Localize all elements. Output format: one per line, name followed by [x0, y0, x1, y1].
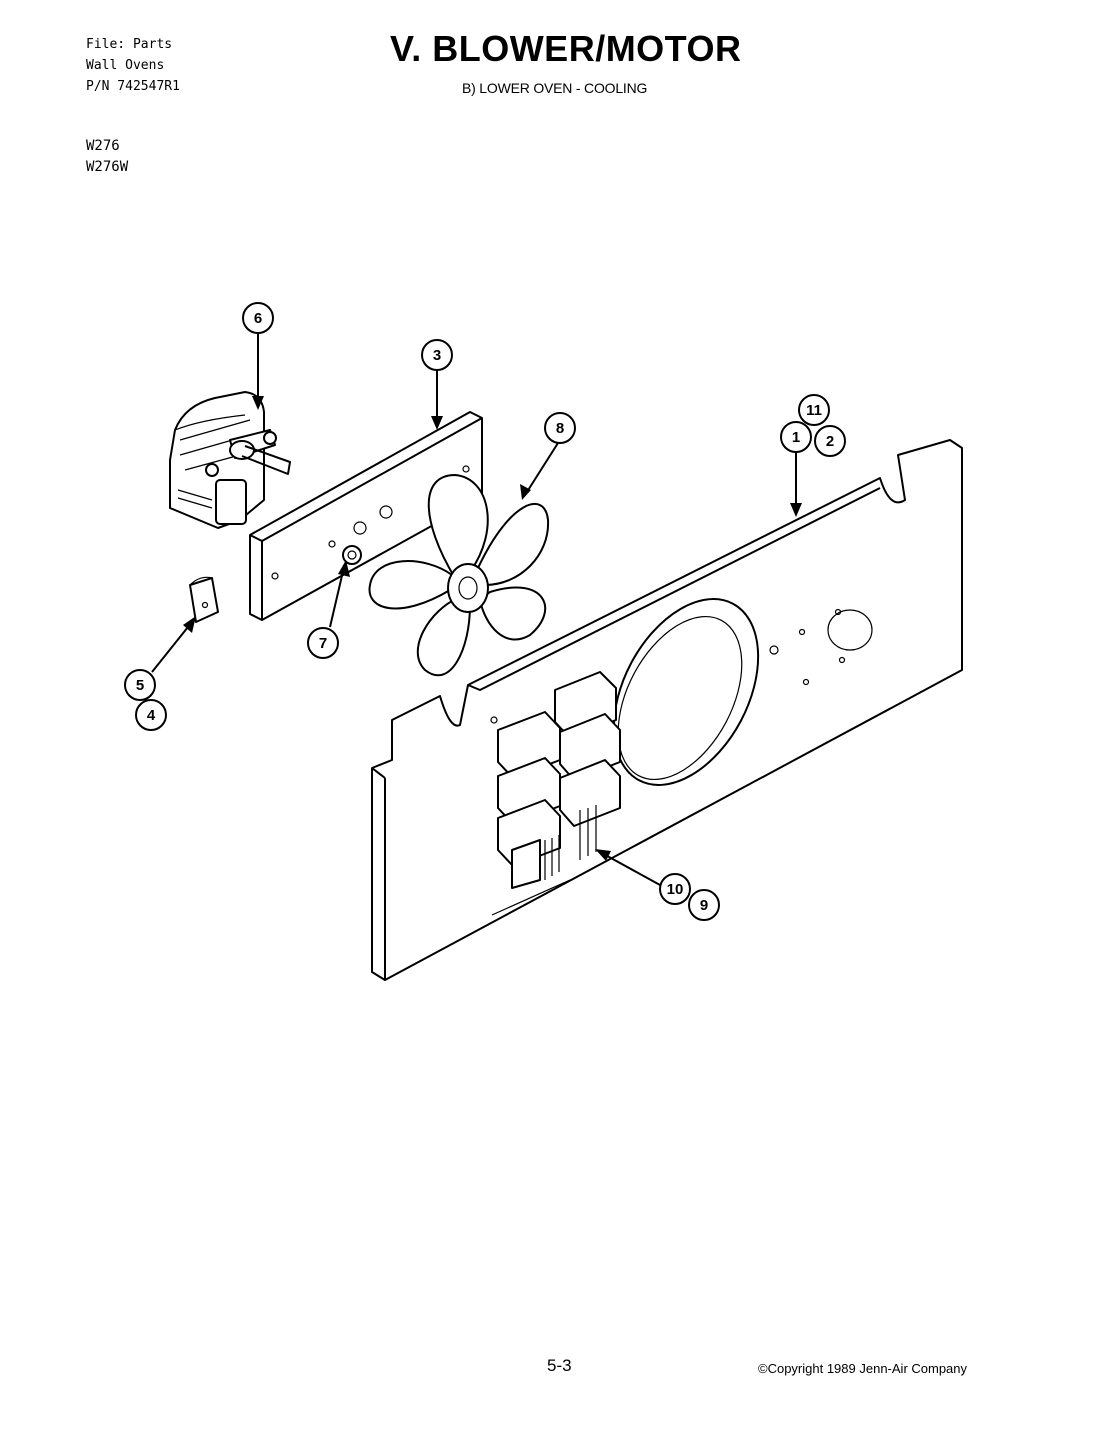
callout-4: 4 — [135, 699, 167, 731]
leader-lines — [151, 333, 802, 886]
callout-label: 8 — [556, 420, 564, 437]
callout-label: 5 — [136, 677, 144, 694]
part-number-line: P/N 742547R1 — [86, 79, 180, 94]
model-item: W276W — [86, 159, 129, 175]
callout-label: 9 — [700, 897, 708, 914]
model-item: W276 — [86, 138, 120, 154]
fan-blade-illustration — [368, 474, 550, 677]
file-info: File: Parts Wall Ovens P/N 742547R1 — [86, 34, 180, 97]
callout-label: 4 — [147, 707, 156, 724]
clip-illustration — [189, 576, 219, 623]
callout-label: 7 — [319, 635, 327, 652]
callout-3: 3 — [421, 339, 453, 371]
callout-label: 11 — [806, 402, 822, 419]
file-line: File: Parts — [86, 37, 173, 52]
callout-10: 10 — [659, 873, 691, 905]
callout-label: 1 — [792, 429, 800, 446]
page-subtitle: B) LOWER OVEN - COOLING — [462, 80, 648, 96]
callout-label: 6 — [254, 310, 262, 327]
hex-nut-illustration — [342, 545, 362, 565]
callout-label: 10 — [667, 881, 684, 898]
category-line: Wall Ovens — [86, 58, 165, 73]
callout-7: 7 — [307, 627, 339, 659]
callout-1: 1 — [780, 421, 812, 453]
callout-5: 5 — [124, 669, 156, 701]
relay-board-illustration — [491, 671, 621, 916]
callout-6: 6 — [242, 302, 274, 334]
model-list: W276 W276W — [86, 136, 128, 178]
blower-motor-illustration — [169, 391, 291, 529]
callout-label: 3 — [433, 347, 441, 364]
callout-label: 2 — [826, 433, 834, 450]
copyright-notice: ©Copyright 1989 Jenn-Air Company — [758, 1361, 968, 1376]
callout-11: 11 — [798, 394, 830, 426]
callout-2: 2 — [814, 425, 846, 457]
callout-8: 8 — [544, 412, 576, 444]
callout-9: 9 — [688, 889, 720, 921]
page-number: 5-3 — [547, 1356, 572, 1375]
page-title: V. BLOWER/MOTOR — [390, 28, 742, 69]
